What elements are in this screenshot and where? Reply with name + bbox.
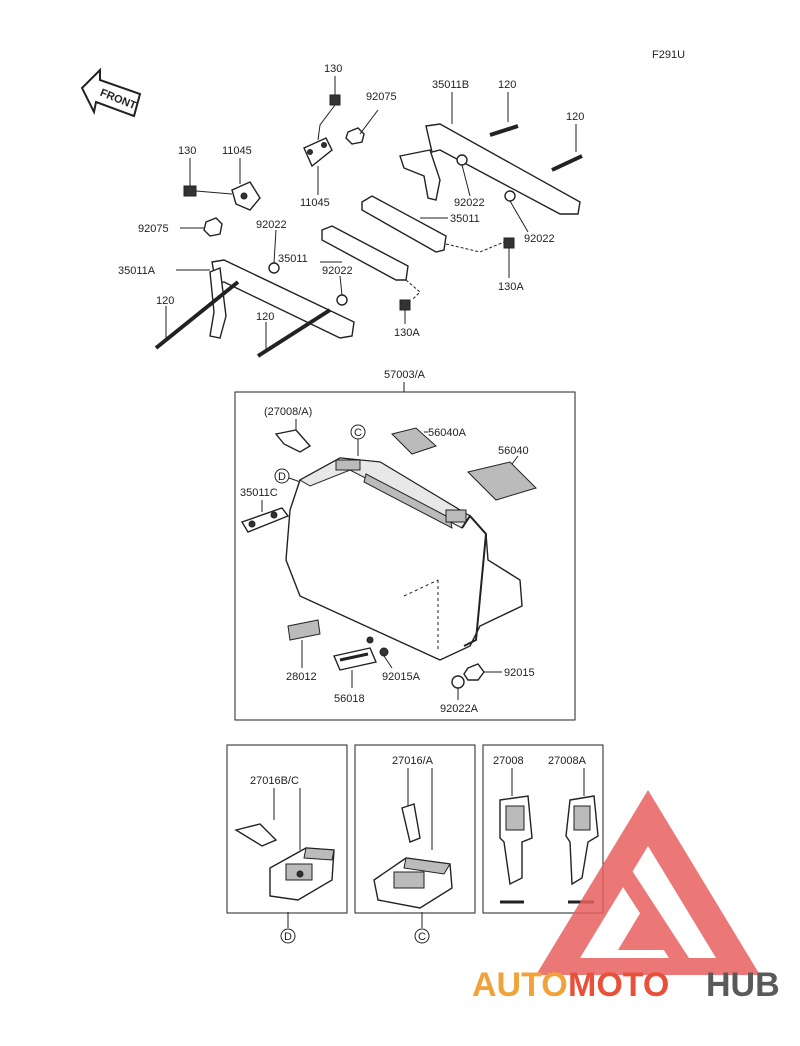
label-92015A: 92015A — [382, 671, 421, 683]
label-plate-56040 — [467, 461, 537, 501]
plate-35011C — [240, 507, 290, 533]
label-120-a: 120 — [498, 79, 516, 91]
diagram-code: F291U — [652, 49, 685, 61]
svg-text:D: D — [284, 931, 292, 943]
bolt-120-c — [154, 280, 240, 350]
label-92022-a: 92022 — [454, 197, 485, 209]
label-130A-a: 130A — [498, 281, 524, 293]
washer-92022-b — [504, 190, 516, 202]
key-27016A — [401, 803, 421, 843]
label-plate-56040A — [391, 427, 437, 455]
label-11045-mid: 11045 — [300, 197, 330, 209]
svg-text:C: C — [418, 931, 426, 943]
front-arrow-icon: FRONT — [80, 67, 142, 118]
automotohub-logo-icon — [536, 790, 760, 975]
label-35011A: 35011A — [118, 265, 156, 277]
label-92015: 92015 — [504, 667, 535, 679]
washer-92022-d — [336, 294, 348, 306]
circle-c-top-icon: C — [350, 424, 366, 440]
label-130A-b: 130A — [394, 327, 420, 339]
washer-92022A — [451, 675, 465, 689]
lock-27016A-box — [354, 744, 476, 914]
label-120-d: 120 — [256, 311, 274, 323]
emblem-56018 — [333, 647, 377, 671]
key-27016BC — [234, 823, 278, 847]
washer-92022-c — [268, 262, 280, 274]
label-35011C: 35011C — [240, 487, 278, 499]
lock-27016BC-box — [226, 744, 348, 914]
label-57003A: 57003/A — [384, 369, 426, 381]
label-27016BC: 27016B/C — [250, 775, 299, 787]
nut-92075-top — [345, 127, 365, 145]
circle-c-bottom-icon: C — [414, 928, 430, 944]
label-130-left: 130 — [178, 145, 196, 157]
bolt-130-left — [183, 185, 197, 197]
label-120-b: 120 — [566, 111, 584, 123]
label-27008A-paren: (27008/A) — [264, 406, 312, 418]
label-130-top: 130 — [324, 63, 342, 75]
bracket-11045-left — [231, 181, 261, 211]
label-92075-left: 92075 — [138, 223, 169, 235]
label-92022-d: 92022 — [322, 265, 353, 277]
lock-27016BC — [269, 847, 335, 901]
svg-text:HUB: HUB — [706, 966, 780, 1004]
label-92075-top: 92075 — [366, 91, 397, 103]
label-27016A: 27016/A — [392, 755, 434, 767]
label-27008A: 27008A — [548, 755, 587, 767]
plate-28012 — [287, 619, 321, 641]
label-35011-b: 35011 — [278, 253, 308, 265]
nut-92015 — [463, 663, 485, 681]
label-120-c: 120 — [156, 295, 174, 307]
label-28012: 28012 — [286, 671, 317, 683]
nut-130A-a — [503, 237, 515, 249]
label-11045-top: 11045 — [222, 145, 252, 157]
washer-92022-a — [456, 154, 468, 166]
svg-text:AUTO: AUTO — [472, 966, 568, 1004]
bolt-130-top — [329, 94, 341, 106]
nut-92075-left — [203, 217, 223, 237]
key-27008A — [565, 795, 599, 904]
svg-text:C: C — [354, 427, 362, 439]
label-92022A: 92022A — [440, 703, 479, 715]
bolt-120-b — [551, 154, 583, 172]
key-27008 — [499, 795, 533, 904]
circle-d-bottom-icon: D — [280, 928, 296, 944]
bolt-120-d — [256, 308, 332, 358]
label-27008: 27008 — [493, 755, 524, 767]
key-27008A-small — [274, 429, 312, 453]
label-35011-a: 35011 — [450, 213, 480, 225]
assembly-57003A-box — [234, 391, 576, 721]
bar-35011-a — [361, 195, 447, 253]
bracket-35011B — [399, 123, 581, 215]
circle-d-top-icon: D — [274, 468, 290, 484]
label-92022-c: 92022 — [256, 219, 287, 231]
label-56018: 56018 — [334, 693, 365, 705]
bracket-11045-top — [303, 137, 333, 168]
svg-text:D: D — [278, 471, 286, 483]
saddlebag-case — [285, 457, 523, 661]
nut-92015A — [379, 647, 389, 657]
label-35011B: 35011B — [432, 79, 469, 91]
svg-text:MOTO: MOTO — [568, 966, 669, 1004]
label-56040A: 56040A — [428, 427, 467, 439]
keys-box — [482, 744, 604, 914]
nut-130A-b — [399, 299, 411, 311]
lock-27016A — [373, 857, 453, 909]
bolt-120-a — [489, 124, 519, 137]
watermark-text: AUTO MOTO HUB — [472, 966, 780, 1004]
label-56040: 56040 — [498, 445, 529, 457]
label-92022-b: 92022 — [524, 233, 555, 245]
